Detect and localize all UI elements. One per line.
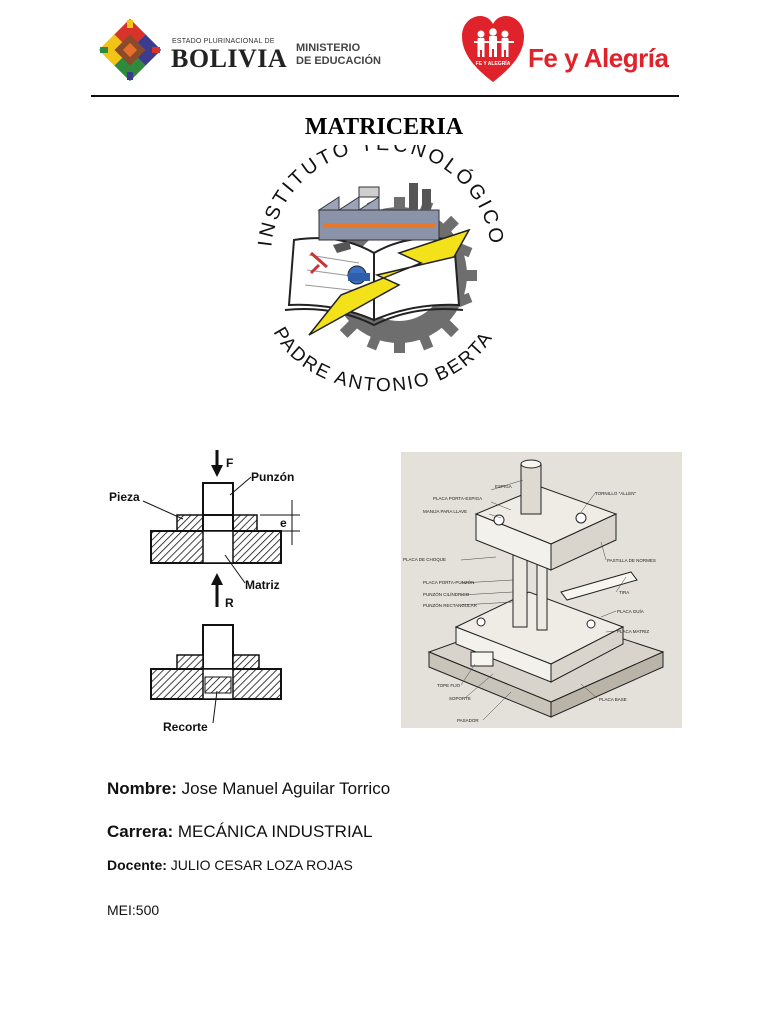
recorte-label: Recorte <box>163 720 208 734</box>
die-label: PUNZÓN CILÍNDRICO <box>423 591 470 597</box>
nombre-field: Nombre: Jose Manuel Aguilar Torrico <box>107 779 390 799</box>
carrera-value: MECÁNICA INDUSTRIAL <box>177 822 373 841</box>
bolivia-emblem-icon <box>98 18 162 82</box>
lightning-icon <box>308 228 471 336</box>
institute-logo: INSTITUTO TECNOLÓGICO PADRE ANTONIO BERT… <box>254 145 505 395</box>
die-label: TOPE FIJO <box>437 683 461 688</box>
ministry-text: MINISTERIO DE EDUCACIÓN <box>296 42 381 68</box>
die-label: TORNILLO "ALLEN" <box>595 491 637 496</box>
heart-icon: FE Y ALEGRÍA <box>462 16 524 82</box>
mei-value: 500 <box>135 902 160 918</box>
fya-badge-text: FE Y ALEGRÍA <box>476 59 511 67</box>
force-arrow-icon <box>211 465 223 477</box>
thickness-label: e <box>280 516 287 530</box>
fya-name: Fe y Alegría <box>528 43 669 73</box>
die-label: SOPORTE <box>449 696 471 701</box>
die-label: PLACA PORTA-ESPIGA <box>433 496 482 501</box>
ministry-line2: DE EDUCACIÓN <box>296 55 381 67</box>
matriz-label: Matriz <box>245 578 280 592</box>
reaction-arrow-icon <box>211 573 223 585</box>
die-label: PLACA GUÍA <box>617 608 644 614</box>
ministry-line1: MINISTERIO <box>296 42 361 54</box>
die-label: ESPIGA <box>495 484 512 489</box>
gov-big-text: BOLIVIA <box>171 44 288 73</box>
die-label: PASTILLA DE NORMES <box>607 558 656 563</box>
die-label: PLACA BASE <box>599 697 627 702</box>
punzon-label: Punzón <box>251 470 294 484</box>
die-label: PUNZÓN RECTANGULAR <box>423 602 478 608</box>
mei-label: MEI: <box>107 902 136 918</box>
header-divider <box>91 95 679 97</box>
die-label: MANIJA PARA LLAVE <box>423 509 467 514</box>
punch-die-diagram: F e Punzón Pieza Matriz R Recorte <box>109 450 300 734</box>
die-set-labels: ESPIGA PLACA PORTA-ESPIGA TORNILLO "ALLE… <box>403 484 656 723</box>
die-set-diagram: ESPIGA PLACA PORTA-ESPIGA TORNILLO "ALLE… <box>401 452 682 728</box>
die-label: TIRA <box>619 590 629 595</box>
reaction-label: R <box>225 596 234 610</box>
nombre-value: Jose Manuel Aguilar Torrico <box>181 779 391 798</box>
fya-logo: FE Y ALEGRÍA Fe y Alegría <box>462 16 672 86</box>
die-label: PASADOR <box>457 718 479 723</box>
die-label: PLACA PORTA-PUNZÓN <box>423 579 474 585</box>
pieza-label: Pieza <box>109 490 140 504</box>
gov-small-text: ESTADO PLURINACIONAL DE <box>172 38 275 45</box>
factory-icon <box>317 183 440 241</box>
nombre-label: Nombre: <box>107 779 177 798</box>
die-label: PLACA DE CHOQUE <box>403 557 446 562</box>
punch-stage-bottom: Recorte <box>150 624 282 734</box>
page-title: MATRICERIA <box>304 114 464 140</box>
docente-field: Docente: JULIO CESAR LOZA ROJAS <box>107 857 353 873</box>
tools-icon <box>309 241 370 285</box>
carrera-label: Carrera: <box>107 822 174 841</box>
docente-value: JULIO CESAR LOZA ROJAS <box>170 857 353 873</box>
force-label: F <box>226 456 233 470</box>
die-label: PLACA MATRIZ <box>617 629 649 634</box>
mei-field: MEI:500 <box>107 902 159 918</box>
docente-label: Docente: <box>107 857 167 873</box>
carrera-field: Carrera: MECÁNICA INDUSTRIAL <box>107 822 372 842</box>
punch-stage-top: F e Punzón Pieza Matriz R <box>109 450 300 610</box>
bolivia-logo: ESTADO PLURINACIONAL DE BOLIVIA <box>96 16 366 84</box>
